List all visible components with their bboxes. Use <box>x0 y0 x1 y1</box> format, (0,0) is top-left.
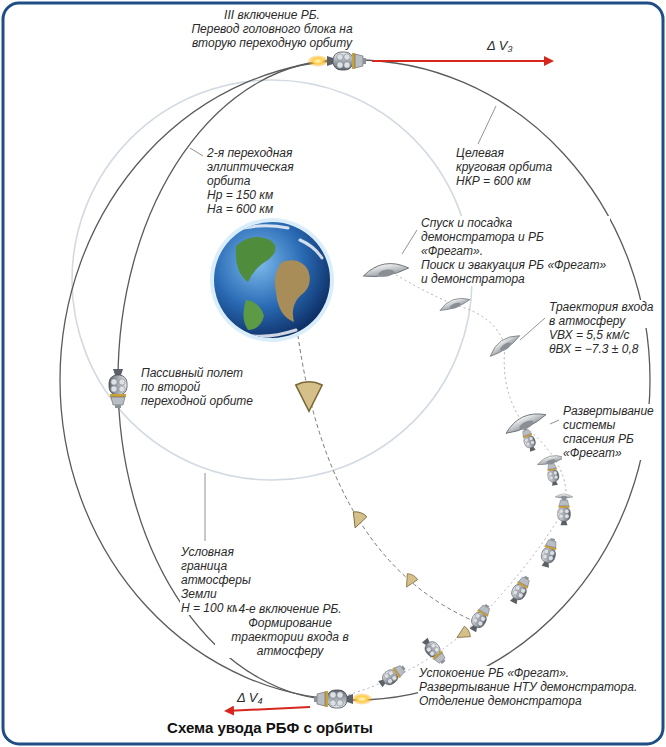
callout-label: Пассивный полет по второй переходной орб… <box>140 366 258 408</box>
label-group: Целевая круговая орбитаHКР = 600 км <box>455 146 555 188</box>
frame <box>3 3 663 744</box>
callout-label: 4-е включение РБ. <box>237 602 342 616</box>
leader-line <box>402 230 417 254</box>
fregat-stage <box>327 52 366 70</box>
rescue-system <box>555 494 573 499</box>
demonstrator-track <box>298 336 476 622</box>
demonstrator <box>401 572 418 590</box>
earth-globe <box>214 222 330 338</box>
engine-flame <box>351 693 373 705</box>
continent <box>275 260 310 322</box>
leader-line <box>205 473 206 541</box>
label-group: Успокоение РБ «Фрегат».Развертывание НТУ… <box>418 666 643 708</box>
callout-label: Hp = 150 км <box>206 188 274 202</box>
label-group: 4-е включение РБ.Формирование траектории… <box>215 602 365 658</box>
demonstrator <box>348 510 367 530</box>
callout-label: VВХ = 5,5 км/с <box>548 328 631 342</box>
leader-line <box>520 318 545 340</box>
entry-vehicle <box>438 294 471 313</box>
callout-label: Успокоение РБ «Фрегат». <box>418 666 570 680</box>
fregat-stage <box>467 602 493 634</box>
engine-flame <box>307 55 329 67</box>
delta-v-label: Δ V₃ <box>486 38 514 53</box>
fregat-stage <box>558 498 571 525</box>
label-group: Развертывание системы спасения РБ «Фрега… <box>562 404 658 460</box>
leader-line <box>190 148 203 156</box>
callout-label: θВХ = −7.3 ± 0,8 <box>548 342 639 356</box>
callout-label: Поиск и эвакуация РБ «Фрегат» и демонстр… <box>420 258 610 286</box>
delta-v-label: Δ V₄ <box>236 690 264 705</box>
atmosphere-boundary <box>72 80 472 480</box>
rescue-system <box>503 408 548 438</box>
callout-label: Перевод головного блока на вторую перехо… <box>182 22 362 50</box>
callout-label: Спуск и посадка демонстратора и РБ «Фрег… <box>420 216 610 258</box>
label-group: III включение РБ.Перевод головного блока… <box>182 8 362 50</box>
fregat-stage <box>507 574 533 606</box>
fregat-stage <box>314 690 353 708</box>
demonstrator <box>454 626 472 643</box>
callout-label: 2-я переходная эллиптическая орбита <box>206 146 331 188</box>
label-group: Δ V₃ <box>486 38 546 53</box>
landing-vehicle <box>362 260 409 280</box>
fregat-stage <box>376 662 408 690</box>
callout-label: Ha = 600 км <box>206 202 274 216</box>
callout-label: H = 100 км <box>180 601 242 615</box>
label-group: Траектория входа в атмосферуVВХ = 5,5 км… <box>548 300 656 356</box>
callout-label: Развертывание НТУ демонстратора. <box>418 680 638 694</box>
fregat-stage <box>520 427 538 453</box>
delta-v-arrow <box>372 60 552 62</box>
callout-label: Развертывание системы спасения РБ «Фрега… <box>562 404 658 460</box>
fregat-stage <box>420 636 449 667</box>
figure-caption: Схема увода РБФ с орбиты <box>90 719 450 737</box>
leader-line <box>550 420 559 424</box>
descent-track <box>334 270 566 699</box>
entry-vehicle <box>487 331 522 360</box>
callout-label: III включение РБ. <box>223 8 321 22</box>
continent <box>236 237 276 282</box>
fregat-stage <box>109 369 127 408</box>
label-group: 2-я переходная эллиптическая орбитаHp = … <box>206 146 331 216</box>
label-group: Δ V₄ <box>236 690 286 705</box>
earth-glow <box>210 218 334 342</box>
rescue-system <box>536 453 565 468</box>
fregat-stage <box>546 461 561 486</box>
earth <box>210 218 334 342</box>
continent <box>243 300 264 330</box>
clouds <box>228 226 322 337</box>
label-group: Спуск и посадка демонстратора и РБ «Фрег… <box>420 216 610 286</box>
callout-label: Траектория входа в атмосферу <box>548 300 656 328</box>
demonstrator <box>296 382 322 412</box>
callout-label: Формирование траектории входа в атмосфер… <box>215 616 365 658</box>
callout-label: Отделение демонстратора <box>418 694 583 708</box>
label-group: Пассивный полет по второй переходной орб… <box>140 366 258 408</box>
callout-label: HКР = 600 км <box>455 174 532 188</box>
leader-line <box>478 106 496 144</box>
target-orbit <box>60 60 650 700</box>
callout-label: Целевая круговая орбита <box>455 146 555 174</box>
fregat-stage <box>539 537 560 569</box>
callout-label: Условная граница атмосферы Земли <box>180 545 280 601</box>
delta-v-arrow <box>226 707 310 711</box>
